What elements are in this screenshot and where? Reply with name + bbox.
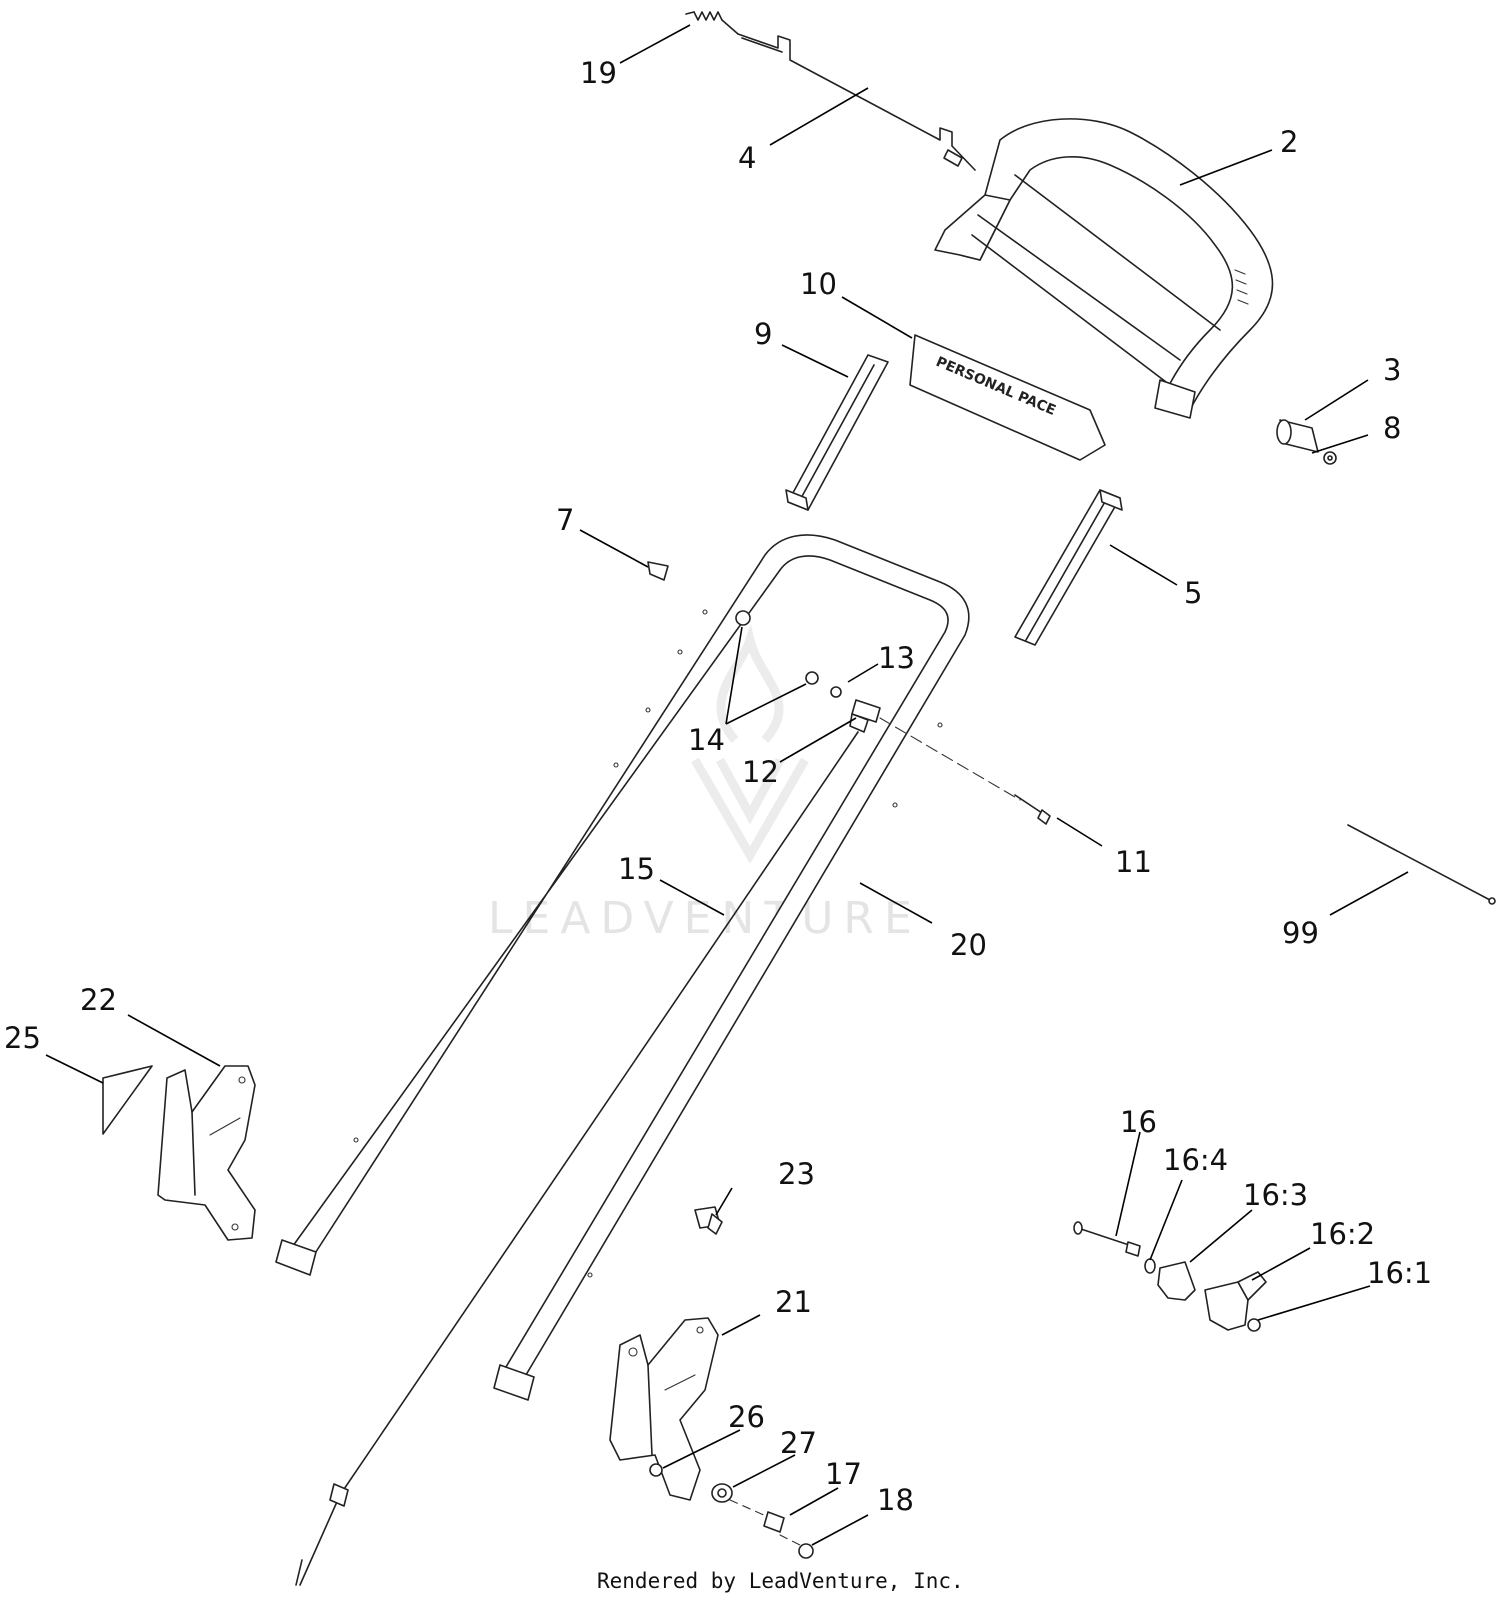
callout-8: 8 [1383,411,1401,445]
callout-15: 15 [618,852,655,886]
watermark-flame-icon [716,623,784,743]
part-12-cable-bracket[interactable] [849,699,881,733]
callout-25: 25 [4,1021,41,1055]
part-23-plug[interactable] [694,1206,723,1235]
callout-16-4: 16:4 [1163,1143,1228,1177]
part-13-washer[interactable] [830,686,842,698]
callout-18: 18 [877,1483,914,1517]
callout-12: 12 [742,755,779,789]
part-20-lower-handle[interactable] [275,534,970,1401]
callout-5: 5 [1184,576,1202,610]
part-19-spring[interactable] [685,11,739,35]
part-7-clip[interactable] [647,561,669,581]
callout-7: 7 [556,503,574,537]
callout-23: 23 [778,1157,815,1191]
leader-lines [45,24,1409,1546]
part-2-upper-handle[interactable] [934,118,1274,419]
callout-2: 2 [1280,125,1298,159]
part-25-decal[interactable] [102,1065,153,1135]
part-11-bolt[interactable] [879,717,1051,825]
callout-20: 20 [950,928,987,962]
part-8-washer[interactable] [1323,451,1337,465]
watermark-text: LEADVENTURE [488,893,922,944]
callout-labels: 19 4 2 10 9 3 8 7 5 13 14 12 11 15 20 99… [4,56,1432,1517]
callout-4: 4 [738,141,756,175]
callout-10: 10 [800,267,837,301]
callout-27: 27 [780,1426,817,1460]
callout-13: 13 [878,641,915,675]
footer-credit: Rendered by LeadVenture, Inc. [597,1569,964,1593]
callout-22: 22 [80,983,117,1017]
callout-14: 14 [688,723,725,757]
callout-19: 19 [580,56,617,90]
part-16-1-nut[interactable] [1247,1318,1261,1332]
part-27-spacer[interactable] [711,1483,733,1503]
part-10-decal[interactable]: PERSONAL PACE [909,334,1106,461]
part-16-3-knob-base[interactable] [1157,1261,1196,1301]
callout-9: 9 [754,317,772,351]
callout-3: 3 [1383,353,1401,387]
part-26-bolt[interactable] [649,1463,663,1477]
part-16-height-adjuster[interactable] [1073,1221,1141,1257]
part-3-bushing[interactable] [1276,419,1319,453]
callout-99: 99 [1282,916,1319,950]
callout-16-3: 16:3 [1243,1178,1308,1212]
part-15-control-cable[interactable] [295,731,859,1586]
callout-16-2: 16:2 [1310,1217,1375,1251]
watermark-logo-icon [691,757,809,864]
callout-17: 17 [825,1457,862,1491]
part-9-handle-cover[interactable] [785,354,889,511]
callout-11: 11 [1115,845,1152,879]
part-17-bolt[interactable] [729,1499,785,1533]
callout-26: 26 [728,1400,765,1434]
part-5-handle-cover[interactable] [1014,489,1123,646]
part-99-cable-tie[interactable] [1347,824,1496,905]
callout-21: 21 [775,1285,812,1319]
part-16-4-spring[interactable] [1144,1258,1156,1274]
callout-16: 16 [1120,1105,1157,1139]
callout-16-1: 16:1 [1367,1256,1432,1290]
part-4-bail-rod[interactable] [737,33,976,171]
part-21-right-bracket[interactable] [609,1317,719,1501]
part-22-left-bracket[interactable] [157,1065,256,1241]
part-14-nut[interactable] [735,610,819,685]
part-18-nut[interactable] [779,1534,814,1559]
part-16-2-knob[interactable] [1204,1271,1267,1331]
